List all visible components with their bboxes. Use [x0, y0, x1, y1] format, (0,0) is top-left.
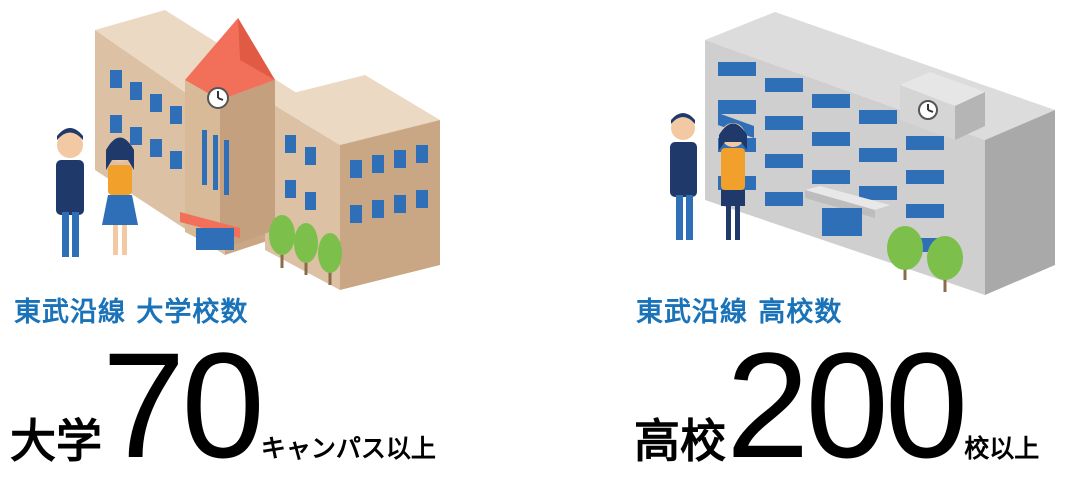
tree-icon [269, 215, 342, 285]
highschool-caption: 東武沿線 高校数 [636, 297, 843, 328]
student-icon [56, 128, 138, 257]
student-icon [670, 113, 747, 240]
clock-icon [918, 100, 938, 120]
highschool-panel: 東武沿線 高校数 高校200校以上 [600, 0, 1074, 480]
university-caption: 東武沿線 大学校数 [14, 297, 249, 328]
university-building-icon [95, 10, 440, 290]
university-stat: 大学70キャンパス以上 [10, 330, 436, 480]
high-school-building-icon [705, 12, 1055, 295]
university-illustration [56, 10, 440, 290]
clock-icon [207, 87, 229, 109]
highschool-count: 200 [726, 321, 968, 489]
university-count: 70 [102, 321, 265, 489]
highschool-stat: 高校200校以上 [634, 330, 1039, 480]
university-suffix: キャンパス以上 [260, 434, 436, 463]
tree-icon [887, 226, 963, 292]
university-prefix: 大学 [10, 414, 102, 468]
university-panel: 東武沿線 大学校数 大学70キャンパス以上 [0, 0, 540, 480]
highschool-suffix: 校以上 [964, 434, 1040, 463]
highschool-prefix: 高校 [634, 414, 726, 468]
highschool-illustration [670, 12, 1055, 295]
